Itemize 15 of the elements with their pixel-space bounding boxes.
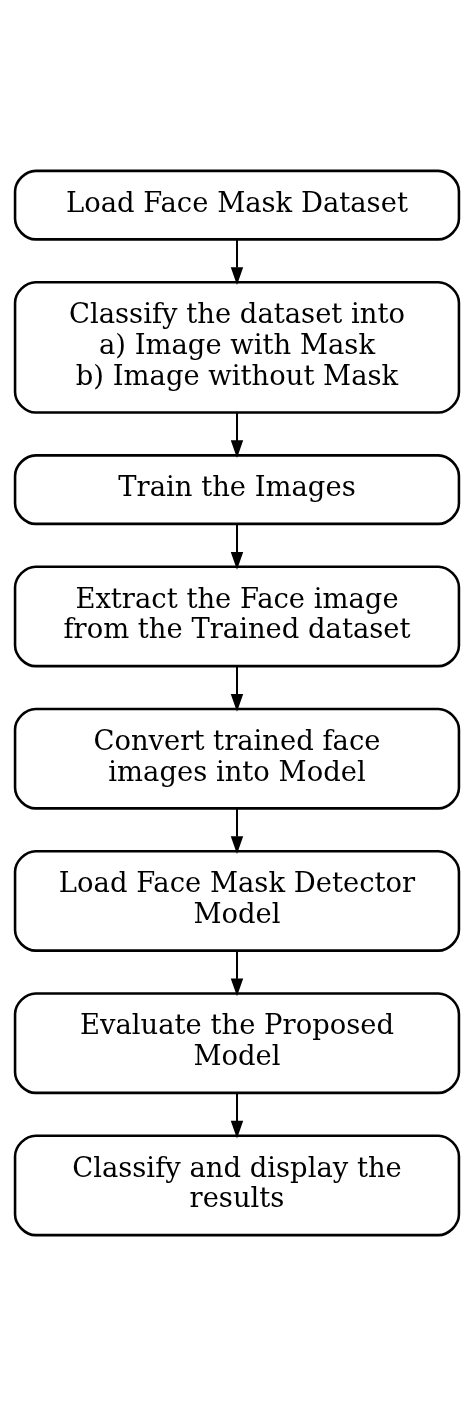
node-box: Evaluate the Proposed Model <box>13 992 461 1095</box>
arrow <box>230 239 244 286</box>
arrow <box>230 951 244 997</box>
arrow <box>230 666 244 712</box>
node-box: Classify the dataset into a) Image with Mask b) Image without Mask <box>13 280 461 414</box>
node-box: Extract the Face image from the Trained dataset <box>13 565 461 668</box>
node-box: Classify and display the results <box>13 1134 461 1237</box>
arrow <box>230 412 244 458</box>
arrow <box>230 1093 244 1139</box>
node-box: Train the Images <box>13 454 461 526</box>
node-box: Load Face Mask Detector Model <box>13 849 461 952</box>
arrow <box>230 524 244 570</box>
node-box: Load Face Mask Dataset <box>13 169 461 241</box>
node-box: Convert trained face images into Model <box>13 707 461 810</box>
arrow <box>230 808 244 855</box>
